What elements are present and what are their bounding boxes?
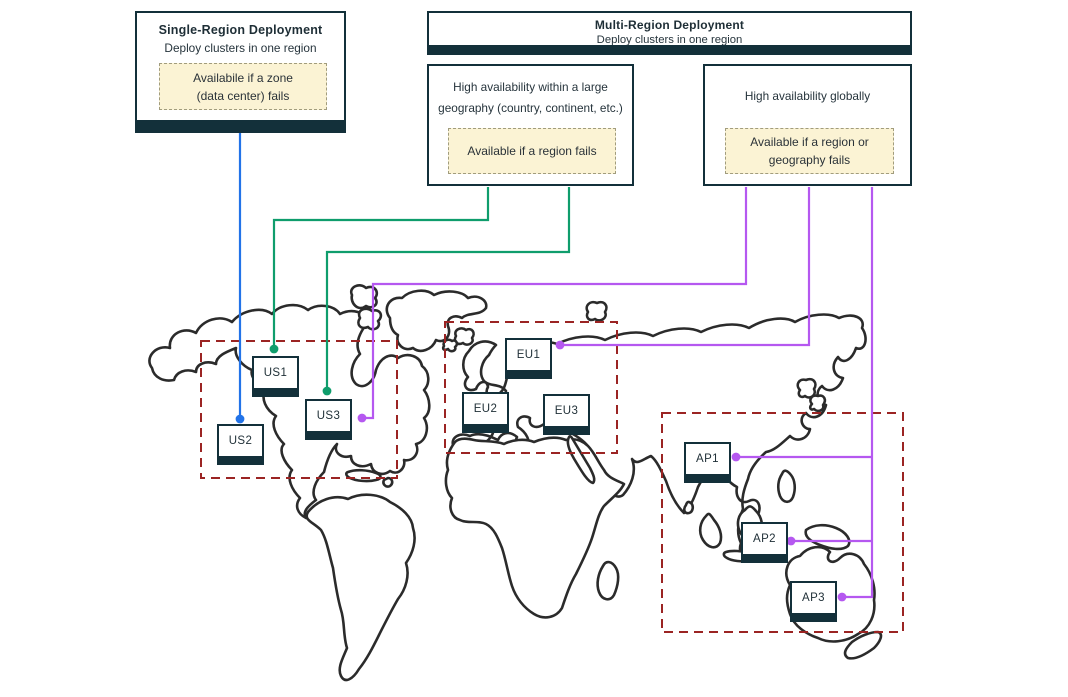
map-new-guinea — [804, 523, 851, 551]
map-japan-north — [796, 377, 817, 399]
dot-ap1 — [731, 452, 741, 462]
eu-region-boundary — [444, 321, 618, 454]
map-arctic-island-1 — [349, 284, 379, 310]
map-south-america — [305, 493, 416, 682]
multi-region-box-bar — [428, 45, 911, 54]
map-sumatra — [698, 512, 723, 549]
dot-us1 — [269, 344, 279, 354]
map-japan-south — [808, 394, 827, 413]
note-line: (data center) fails — [196, 88, 290, 103]
map-greenland — [385, 289, 488, 353]
single-region-note: Availabile if a zone (data center) fails — [159, 63, 327, 110]
marker-eu3: EU3 — [543, 394, 590, 435]
line-global-to-ap3 — [843, 187, 874, 599]
single-region-box: Single-Region Deployment Deploy clusters… — [135, 11, 346, 133]
marker-label: EU1 — [516, 349, 541, 361]
multi-region-subtitle: Deploy clusters in one region — [596, 34, 743, 46]
dot-ap2 — [786, 536, 796, 546]
marker-label: AP3 — [802, 592, 825, 604]
global-box: High availability globally Available if … — [703, 64, 912, 186]
marker-label: AP2 — [753, 533, 776, 545]
note-line: Available if a region or — [750, 135, 869, 149]
multi-region-box: Multi-Region Deployment Deploy clusters … — [427, 11, 912, 55]
dot-us2 — [235, 414, 245, 424]
us-region-boundary — [200, 340, 398, 479]
description-line: High availability globally — [744, 89, 871, 103]
map-caribbean-islet — [382, 476, 394, 488]
marker-bar — [463, 424, 508, 432]
marker-ap1: AP1 — [684, 442, 731, 483]
marker-bar — [685, 474, 730, 482]
line-global-to-us3 — [363, 187, 748, 420]
map-sri-lanka — [683, 500, 695, 515]
marker-bar — [306, 431, 351, 439]
dot-us3-green — [322, 386, 332, 396]
dot-ap3 — [837, 592, 847, 602]
map-new-zealand — [843, 630, 883, 660]
marker-bar — [218, 456, 263, 464]
map-africa — [444, 436, 626, 619]
marker-label: US3 — [316, 410, 341, 422]
marker-eu2: EU2 — [462, 392, 509, 433]
marker-label: EU3 — [554, 405, 579, 417]
marker-label: US1 — [263, 367, 288, 379]
marker-eu1: EU1 — [505, 338, 552, 379]
single-region-title: Single-Region Deployment — [158, 23, 323, 37]
map-arctic-island-2 — [357, 307, 383, 331]
note-line: Available if a region fails — [467, 144, 597, 158]
ap-region-boundary — [661, 412, 904, 633]
global-description: High availability globally — [705, 86, 910, 107]
large-geography-note: Available if a region fails — [448, 128, 616, 174]
large-geography-description: High availability within a large geograp… — [429, 77, 632, 118]
map-red-sea — [566, 434, 596, 485]
note-line: geography fails — [768, 153, 851, 167]
marker-us1: US1 — [252, 356, 299, 397]
marker-ap2: AP2 — [741, 522, 788, 563]
global-note: Available if a region or geography fails — [725, 128, 894, 174]
marker-bar — [742, 554, 787, 562]
map-madagascar — [596, 560, 620, 601]
marker-bar — [791, 613, 836, 621]
single-region-subtitle: Deploy clusters in one region — [164, 41, 317, 55]
marker-us2: US2 — [217, 424, 264, 465]
marker-bar — [506, 370, 551, 378]
map-iceland — [453, 327, 475, 346]
map-novaya-zemlya — [585, 300, 608, 322]
marker-label: EU2 — [473, 403, 498, 415]
line-global-to-eu1 — [561, 187, 811, 347]
dot-eu1 — [555, 340, 565, 350]
single-region-box-bar — [136, 120, 345, 132]
note-line: Availabile if a zone — [193, 70, 293, 85]
marker-label: AP1 — [696, 453, 719, 465]
large-geography-box: High availability within a large geograp… — [427, 64, 634, 186]
description-line: High availability within a large — [453, 80, 608, 94]
marker-bar — [544, 426, 589, 434]
world-map — [148, 284, 883, 682]
marker-ap3: AP3 — [790, 581, 837, 622]
map-philippines — [776, 469, 797, 504]
description-line: geography (country, continent, etc.) — [438, 100, 623, 115]
marker-label: US2 — [228, 435, 253, 447]
marker-us3: US3 — [305, 399, 352, 440]
map-caribbean-island — [344, 468, 382, 483]
dot-us3-purple — [357, 413, 367, 423]
multi-region-title: Multi-Region Deployment — [594, 18, 745, 32]
marker-bar — [253, 388, 298, 396]
line-geography-to-us1 — [272, 187, 490, 349]
line-geography-to-us3 — [325, 187, 571, 391]
